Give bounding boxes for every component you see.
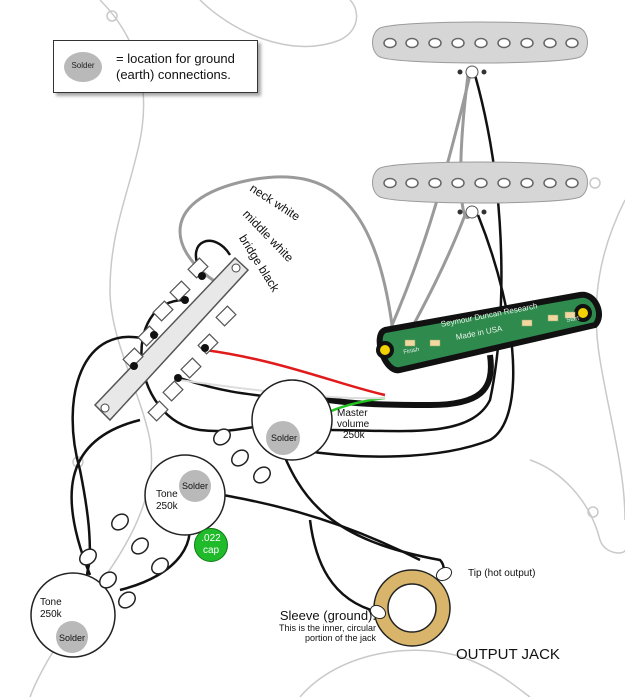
neck-pickup — [372, 21, 588, 79]
master-volume-label: Master volume 250k — [337, 408, 369, 441]
output-jack — [369, 566, 453, 647]
middle-pickup — [372, 161, 588, 219]
legend-solder-label: Solder — [71, 61, 95, 70]
cap-label: cap — [202, 545, 220, 556]
tone-upper-label: Tone 250k — [156, 489, 178, 513]
capacitor: .022 cap — [194, 528, 228, 562]
jack-sleeve-line2: This is the inner, circular — [278, 623, 376, 633]
pickup-selector-switch — [93, 256, 250, 422]
tone-upper-line1: Tone — [156, 489, 178, 500]
solder-spot-icon: Solder — [64, 52, 102, 82]
tone-upper-solder-label: Solder — [182, 481, 209, 491]
tone-lower-line1: Tone — [40, 597, 62, 608]
master-volume-line3: 250k — [343, 430, 365, 441]
jack-sleeve-line3: portion of the jack — [304, 633, 376, 643]
legend-line-2: (earth) connections. — [116, 67, 231, 82]
master-volume-line1: Master — [337, 408, 368, 419]
tone-pot-upper — [111, 454, 226, 575]
tone-upper-line2: 250k — [156, 501, 178, 512]
guitar-body-outline — [29, 0, 625, 697]
pickup-cable — [299, 354, 494, 409]
cap-value: .022 — [201, 533, 221, 544]
output-jack-title: OUTPUT JACK — [456, 646, 560, 663]
master-volume-solder-label: Solder — [271, 433, 298, 443]
bridge-pickup-pcb — [376, 291, 602, 374]
tone-lower-label: Tone 250k — [40, 597, 62, 621]
legend-line-1: = location for ground — [116, 51, 235, 66]
master-volume-pot — [213, 379, 333, 484]
jack-tip-label: Tip (hot output) — [468, 568, 536, 579]
master-volume-line2: volume — [337, 419, 370, 430]
legend-text: = location for ground (earth) connection… — [116, 51, 235, 83]
jack-sleeve-title: Sleeve (ground). — [279, 608, 376, 623]
tone-lower-solder-label: Solder — [59, 633, 86, 643]
tone-lower-line2: 250k — [40, 609, 62, 620]
legend: Solder = location for ground (earth) con… — [53, 40, 258, 93]
jack-sleeve-label: Sleeve (ground). This is the inner, circ… — [256, 608, 376, 643]
red-hot-wire — [204, 348, 386, 397]
tone-pot-lower — [30, 548, 136, 658]
